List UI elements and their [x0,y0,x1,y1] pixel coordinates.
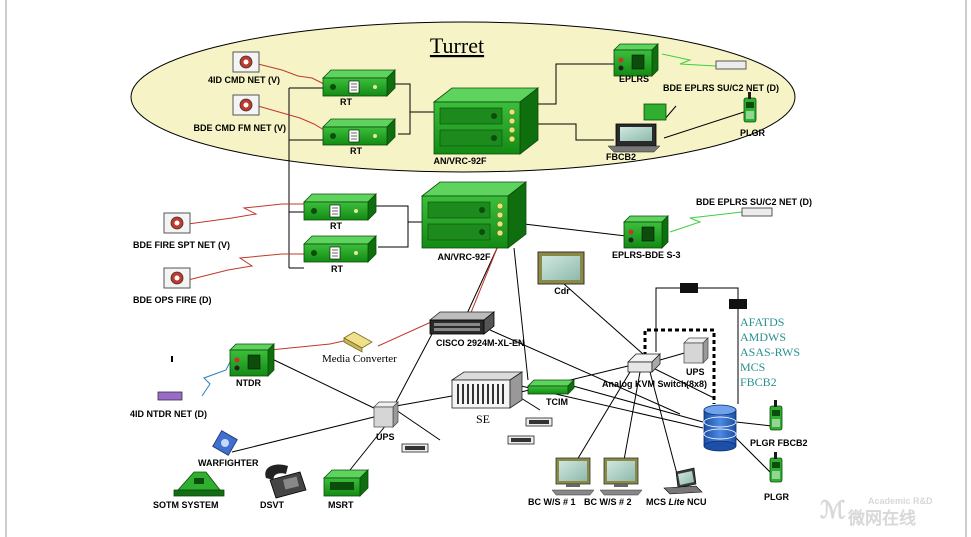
ntdr-link [201,361,231,397]
msrt-icon [323,469,369,497]
cisco-switch-icon [428,311,496,335]
eplrs-net-mid-label: BDE EPLRS SU/C2 NET (D) [696,197,812,207]
watermark-logo: ℳ [820,497,846,524]
plgr-fbcb2-label: PLGR FBCB2 [750,438,808,448]
dsvt-label: DSVT [260,500,285,510]
system-item: AMDWS [740,330,786,344]
rt-radio-icon [303,193,377,221]
mcs-laptop-icon [663,467,703,495]
fm-net-headset-icon [232,94,260,116]
system-item: ASAS-RWS [740,345,800,359]
plgr-fbcb2-icon [769,399,783,431]
fire-spt-label: BDE FIRE SPT NET (V) [133,240,230,250]
ntdr-label: NTDR [236,378,261,388]
se-server-icon [450,371,524,409]
network-adapter-icon [507,435,535,445]
eplrs-bde-icon [623,215,669,249]
connector-icon [729,299,747,309]
cmd-net-label: 4ID CMD NET (V) [208,75,280,85]
anvrc-92f-turret-icon [433,87,539,155]
cdr-monitor-icon [537,251,585,285]
media-converter-label: Media Converter [322,353,397,365]
plgr-lower-icon [769,451,783,483]
plgr-label: PLGR [740,128,766,138]
kvm-label: Analog KVM Switch [602,379,687,389]
fbcb2-label: FBCB2 [606,152,636,162]
eplrs-links [661,53,743,233]
watermark: ℳ Academic R&D 微网在线 [820,496,933,528]
fm-net-label: BDE CMD FM NET (V) [194,123,287,133]
bcws2-label: BC W/S # 2 [584,497,632,507]
rt-label: RT [331,264,343,274]
database-icon [703,404,737,452]
eplrs-icon [613,43,659,77]
network-adapter-icon [525,417,553,427]
system-item: AFATDS [740,315,784,329]
kvm-size-label: (8x8) [686,379,707,389]
anvrc-turret-label: AN/VRC-92F [433,156,487,166]
cmd-net-headset-icon [232,51,260,73]
eplrs-net-top-label: BDE EPLRS SU/C2 NET (D) [663,83,779,93]
ntdr-icon [229,343,275,377]
fire-spt-headset-icon [163,212,191,234]
kvm-ups-icon [683,337,709,364]
eplrs-bde-antenna-icon [741,207,773,217]
rt-radio-icon [303,235,377,263]
plgr-lower-label: PLGR [764,492,790,502]
rt-label: RT [340,97,352,107]
eplrs-bde-label: EPLRS-BDE S-3 [612,250,681,260]
eplrs-label: EPLRS [619,74,649,84]
anvrc-92f-icon [421,181,527,249]
ups-icon [373,401,399,428]
ups-label: UPS [376,432,395,442]
network-adapter-icon [401,443,429,453]
fbcb2-icon [607,103,667,153]
anvrc-label: AN/VRC-92F [437,252,491,262]
system-item: FBCB2 [740,375,777,389]
kvm-ups-label: UPS [686,367,705,377]
warfighter-icon [212,430,238,456]
tcim-icon [527,379,575,395]
ops-fire-headset-icon [163,267,191,289]
ops-fire-label: BDE OPS FIRE (D) [133,295,212,305]
watermark-english: Academic R&D [868,496,933,506]
ntdr-net-label: 4ID NTDR NET (D) [130,409,207,419]
turret-title: Turret [430,33,484,58]
dsvt-phone-icon [265,464,307,499]
system-item: MCS [740,360,765,374]
watermark-chinese: 微网在线 [847,508,916,528]
cdr-label: Cdr [554,286,570,296]
rt-radio-icon [322,118,396,146]
connector-icon [680,283,698,293]
bcws2-icon [599,457,643,496]
sotm-system-icon [173,471,225,497]
marker-tick [171,356,173,362]
media-converter-icon [343,331,373,353]
bcws1-icon [551,457,595,496]
eplrs-antenna-unit-icon [715,60,747,70]
msrt-label: MSRT [328,500,354,510]
rt-radio-icon [322,69,396,97]
ntdr-antenna-icon [157,391,183,401]
rt-label: RT [330,221,342,231]
cisco-label: CISCO 2924M-XL-EN [436,338,525,348]
kvm-switch-icon [627,353,661,373]
rt-label: RT [350,146,362,156]
wired-links [231,63,773,475]
sotm-label: SOTM SYSTEM [153,500,219,510]
tcim-label: TCIM [546,397,568,407]
mcs-ncu-label: MCS Lite NCU [646,497,707,507]
bcws1-label: BC W/S # 1 [528,497,576,507]
se-label: SE [476,412,490,426]
warfighter-label: WARFIGHTER [198,458,259,468]
